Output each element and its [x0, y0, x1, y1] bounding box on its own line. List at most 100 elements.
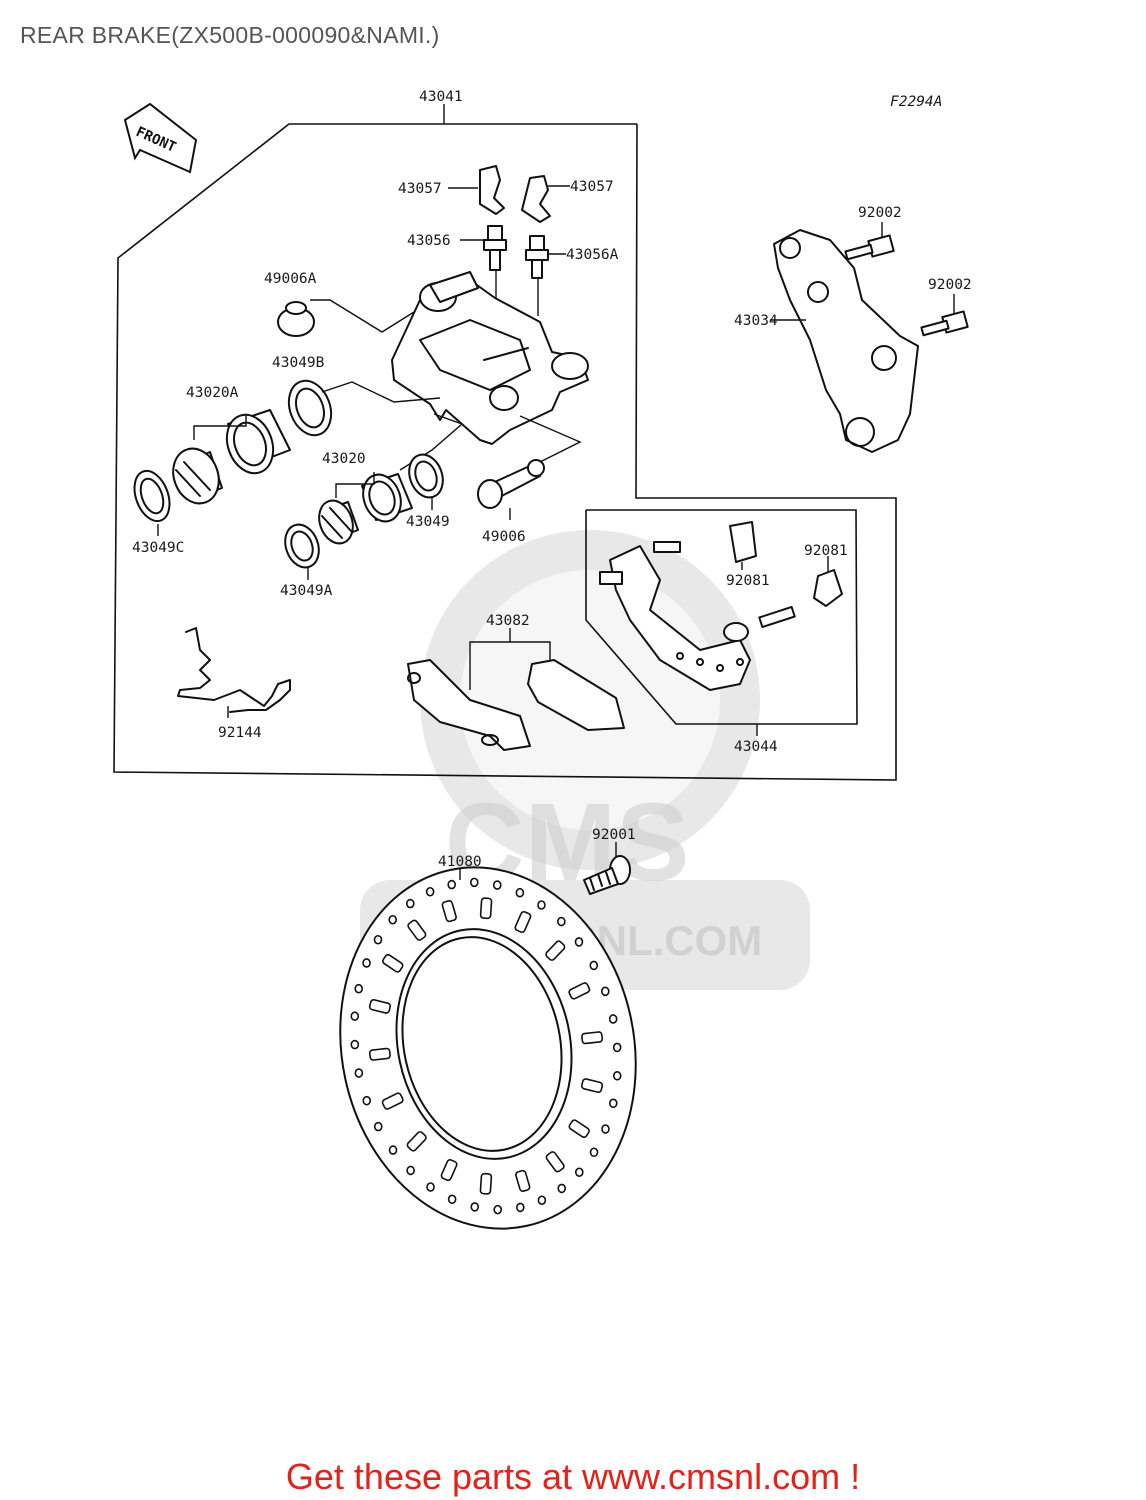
caliper-body — [391, 271, 589, 445]
disc-vent-slot — [368, 999, 392, 1014]
disc-vent-slot — [381, 1092, 404, 1110]
disc-hole — [447, 879, 456, 890]
piston-43020A — [172, 409, 291, 505]
label-43082: 43082 — [486, 613, 530, 629]
disc-hole — [537, 1195, 547, 1206]
label-92002-lower: 92002 — [928, 277, 972, 293]
label-43049C: 43049C — [132, 540, 184, 556]
disc-vent-slot — [382, 953, 404, 973]
front-arrow-icon: FRONT — [123, 102, 198, 174]
label-43044: 43044 — [734, 739, 778, 755]
seal-43049C — [133, 469, 171, 536]
seal-43049B — [287, 379, 441, 437]
page-title: REAR BRAKE(ZX500B-000090&NAMI.) — [20, 22, 440, 48]
label-92081-upper: 92081 — [726, 573, 770, 589]
disc-hole — [601, 1124, 610, 1134]
slide-pin-49006 — [477, 415, 582, 520]
bleeder-cap-right — [521, 175, 570, 223]
pin-boot-49006A — [277, 299, 415, 337]
disc-vent-slot — [479, 897, 493, 920]
figure-code: F2294A — [890, 94, 942, 110]
bracket-assembly-frame — [585, 509, 858, 736]
disc-hole — [589, 1147, 599, 1158]
caliper-assembly-frame — [113, 104, 897, 781]
seal-43049 — [408, 453, 444, 510]
bolt-92002-upper — [844, 222, 895, 261]
brake-pads-43082 — [407, 628, 625, 751]
bleeder-cap-left — [448, 165, 505, 215]
disc-hole — [537, 900, 546, 910]
disc-hole — [350, 1039, 360, 1050]
disc-vent-slot — [440, 1159, 458, 1182]
label-92081-lower: 92081 — [804, 543, 848, 559]
label-43049A: 43049A — [280, 583, 333, 599]
disc-vent-slot — [545, 940, 566, 961]
piston-43020 — [318, 413, 464, 545]
seal-43049A — [284, 523, 320, 580]
disc-hole — [612, 1071, 622, 1081]
pad-spring-92144 — [177, 627, 291, 718]
disc-hole — [470, 1202, 480, 1212]
label-43057-left: 43057 — [398, 181, 442, 197]
disc-hole — [354, 1068, 364, 1078]
get-parts-link[interactable]: Get these parts at www.cmsnl.com ! — [285, 1456, 861, 1497]
disc-hole — [362, 1095, 372, 1106]
disc-hole — [373, 1121, 383, 1132]
disc-hole — [574, 1167, 584, 1178]
bleeder-valve-right — [525, 235, 566, 316]
label-92002-upper: 92002 — [858, 205, 902, 221]
disc-hole — [589, 960, 599, 971]
disc-vent-slot — [514, 910, 532, 933]
label-43020: 43020 — [322, 451, 366, 467]
disc-hole — [515, 887, 525, 898]
disc-hole — [574, 937, 584, 947]
label-43049B: 43049B — [272, 355, 325, 371]
label-41080: 41080 — [438, 854, 482, 870]
disc-vent-slot — [407, 919, 427, 941]
label-43056: 43056 — [407, 233, 451, 249]
pad-bracket-43044 — [599, 541, 796, 691]
disc-vent-slot — [580, 1078, 604, 1093]
label-92144: 92144 — [218, 725, 262, 741]
part-number-labels: 43041 43057 43057 43056 43056A 49006A 43… — [132, 89, 972, 870]
label-43056A: 43056A — [566, 247, 619, 263]
disc-vent-slot — [568, 982, 591, 1000]
disc-hole — [388, 1145, 398, 1155]
disc-vent-slot — [581, 1031, 604, 1045]
disc-hole — [516, 1202, 525, 1213]
disc-hole — [608, 1014, 618, 1024]
disc-hole — [405, 898, 415, 909]
disc-hole — [426, 1182, 435, 1192]
disc-hole — [373, 934, 383, 945]
disc-hole — [557, 1183, 567, 1194]
disc-hole — [447, 1194, 457, 1205]
disc-hole — [425, 886, 435, 897]
disc-hole — [469, 877, 479, 888]
label-43034: 43034 — [734, 313, 778, 329]
label-43041: 43041 — [419, 89, 463, 105]
label-49006A: 49006A — [264, 271, 317, 287]
clip-92081-upper — [729, 521, 757, 570]
disc-hole — [354, 983, 364, 994]
disc-vent-slot — [515, 1169, 531, 1192]
disc-vent-slot — [406, 1131, 427, 1152]
caliper-bracket-43034 — [770, 229, 919, 453]
label-43020A: 43020A — [186, 385, 239, 401]
brake-disc-41080 — [339, 866, 637, 1230]
clip-92081-lower — [813, 556, 843, 607]
label-43049: 43049 — [406, 514, 450, 530]
disc-vent-slot — [568, 1119, 590, 1139]
disc-hole — [557, 916, 566, 927]
disc-vent-slot — [441, 900, 457, 923]
disc-hole — [493, 1204, 503, 1215]
bleeder-valve-left — [460, 225, 507, 300]
disc-vent-slot — [368, 1047, 391, 1061]
disc-hole — [388, 914, 398, 925]
label-43057-right: 43057 — [570, 179, 614, 195]
disc-vent-slot — [479, 1172, 493, 1195]
disc-hole — [600, 986, 610, 997]
disc-hole — [362, 958, 371, 968]
disc-hole — [350, 1011, 360, 1021]
disc-bolt-92001 — [583, 842, 631, 895]
